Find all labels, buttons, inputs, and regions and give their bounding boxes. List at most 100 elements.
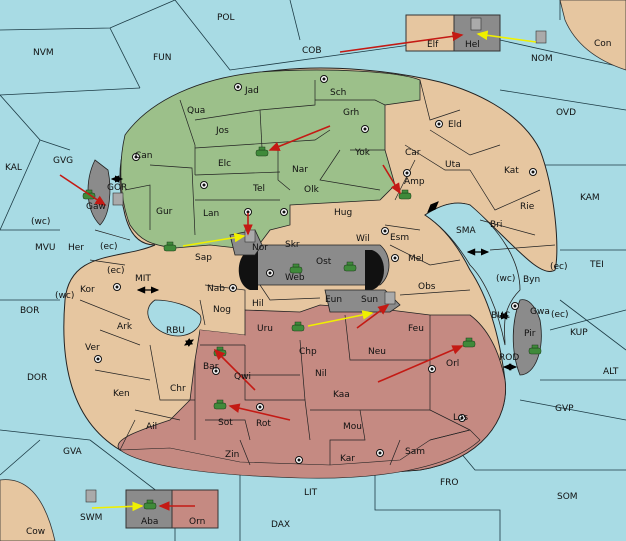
label-her: Her (68, 243, 84, 253)
label-mit: MIT (135, 274, 151, 284)
label-fro: FRO (440, 478, 459, 488)
label-sun: Sun (361, 295, 378, 305)
label-orl: Orl (446, 359, 459, 369)
label-qua: Qua (187, 106, 205, 116)
label-rot: Rot (256, 419, 271, 429)
label-car: Car (405, 148, 421, 158)
label-gur: Gur (156, 207, 173, 217)
province-borders (79, 79, 556, 466)
label-con: Con (594, 39, 612, 49)
label-kam: KAM (580, 193, 600, 203)
label-ark: Ark (117, 322, 133, 332)
army-unit-sap (163, 241, 177, 252)
sea-rbu (147, 299, 202, 337)
label-ec-4: (ec) (551, 310, 569, 320)
label-amp: Amp (404, 177, 425, 187)
label-lit: LIT (304, 488, 318, 498)
label-zin: Zin (225, 450, 239, 460)
label-wc-1: (wc) (31, 217, 50, 227)
map-labels: POL COB NVM FUN NOM Con OVD KAL GVG KAM … (5, 13, 619, 537)
label-swm: SWM (80, 513, 102, 523)
label-lan: Lan (203, 209, 219, 219)
label-hil: Hil (252, 299, 264, 309)
label-cob: COB (302, 46, 322, 56)
label-eld: Eld (448, 120, 462, 130)
label-ver: Ver (85, 343, 100, 353)
label-ost: Ost (316, 257, 332, 267)
label-eun: Eun (325, 295, 342, 305)
label-mel: Mel (408, 254, 424, 264)
label-uta: Uta (445, 160, 461, 170)
army-unit-orl (462, 337, 476, 348)
label-alt: ALT (603, 367, 619, 377)
label-nog: Nog (213, 305, 231, 315)
label-sap: Sap (195, 253, 212, 263)
label-wc-3: (wc) (55, 291, 74, 301)
label-ec-3: (ec) (107, 266, 125, 276)
supply-centers (94, 75, 537, 464)
province-orn[interactable] (171, 489, 219, 529)
label-ail: Ail (146, 422, 157, 432)
army-unit-amp (398, 189, 412, 200)
army-unit-sot (213, 399, 227, 410)
army-unit-pir (528, 344, 542, 355)
order-markers (85, 17, 547, 503)
region-green (120, 69, 421, 251)
label-kup: KUP (570, 328, 588, 338)
order-arrows (59, 30, 537, 512)
army-unit-web (289, 263, 303, 274)
label-elc: Elc (218, 159, 231, 169)
army-units[interactable] (82, 146, 542, 510)
label-wc-2: (wc) (496, 274, 515, 284)
province-gaw[interactable] (87, 159, 111, 226)
label-cow: Cow (26, 527, 45, 537)
label-som: SOM (557, 492, 578, 502)
label-qwi: Qwi (234, 372, 251, 382)
province-pir[interactable] (512, 299, 542, 376)
label-yok: Yok (354, 148, 371, 158)
label-nvm: NVM (33, 48, 54, 58)
label-jad: Jad (244, 86, 259, 96)
label-web: Web (285, 273, 305, 283)
label-bar: Bar (203, 362, 219, 372)
army-unit-uru (291, 321, 305, 332)
label-los: Los (453, 413, 468, 423)
label-gwa: Gwa (530, 307, 550, 317)
label-dor: DOR (27, 373, 47, 383)
label-chr: Chr (170, 384, 186, 394)
label-nar: Nar (292, 165, 308, 175)
label-rie: Rie (520, 202, 535, 212)
label-sam: Sam (405, 447, 425, 457)
label-ken: Ken (113, 389, 130, 399)
label-kat: Kat (504, 166, 519, 176)
label-sot: Sot (218, 418, 233, 428)
label-jos: Jos (215, 126, 229, 136)
army-unit-elc (255, 146, 269, 157)
label-rod: ROD (499, 353, 519, 363)
label-obs: Obs (418, 282, 436, 292)
label-sma: SMA (456, 226, 476, 236)
label-mvu: MVU (35, 243, 56, 253)
label-ovd: OVD (556, 108, 576, 118)
label-ec-1: (ec) (100, 242, 118, 252)
label-tel: Tel (252, 184, 265, 194)
label-chp: Chp (299, 347, 317, 357)
label-neu: Neu (368, 347, 386, 357)
label-ec-2: (ec) (550, 262, 568, 272)
label-bri: Bri (490, 220, 502, 230)
province-elf[interactable] (405, 14, 455, 52)
label-kor: Kor (80, 285, 95, 295)
label-kaa: Kaa (333, 390, 350, 400)
canal-connectors (110, 175, 518, 371)
label-pir: Pir (524, 329, 536, 339)
label-hug: Hug (334, 208, 352, 218)
label-sch: Sch (330, 88, 346, 98)
label-wil: Wil (356, 234, 370, 244)
label-buc: BUC (491, 311, 510, 321)
label-esm: Esm (390, 233, 409, 243)
label-skr: Skr (285, 240, 300, 250)
label-byn: Byn (523, 275, 540, 285)
label-nor: Nor (252, 243, 268, 253)
